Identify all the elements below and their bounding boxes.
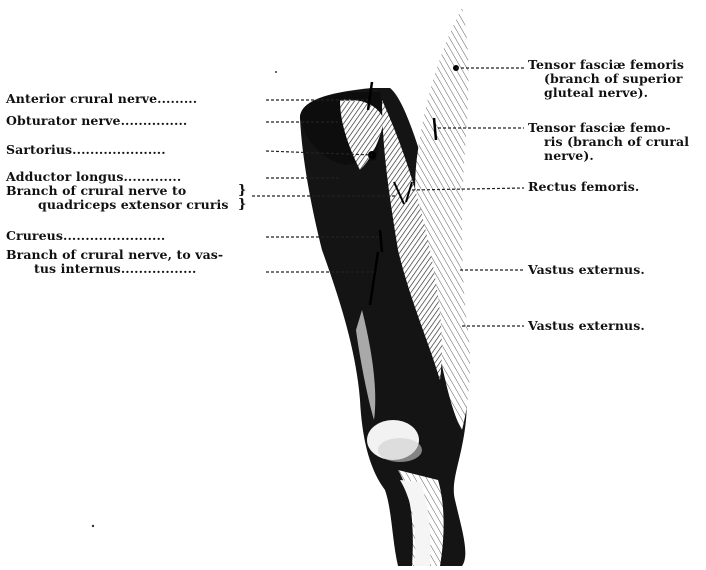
label-rectus-femoris: Rectus femoris.	[528, 180, 639, 194]
label-tensor-crural-2: ris (branch of crural	[544, 135, 689, 149]
label-tensor-crural-1: Tensor fasciæ femo-	[528, 121, 671, 135]
label-tensor-crural-3: nerve).	[544, 149, 594, 163]
label-sartorius: Sartorius.....................	[6, 143, 166, 157]
label-obturator-nerve: Obturator nerve...............	[6, 114, 187, 128]
label-adductor-longus: Adductor longus.............	[6, 170, 181, 184]
label-branch-vastus-2: tus internus.................	[34, 262, 197, 276]
brace-upper: }	[238, 184, 246, 197]
label-branch-quadriceps-2: quadriceps extensor cruris	[38, 198, 228, 212]
label-anterior-crural-nerve: Anterior crural nerve.........	[6, 92, 197, 106]
knee-shadow	[378, 438, 422, 462]
label-tensor-superior-gluteal-2: (branch of superior	[544, 72, 683, 86]
label-crureus: Crureus.......................	[6, 229, 165, 243]
label-vastus-externus-2: Vastus externus.	[528, 319, 645, 333]
label-branch-quadriceps-1: Branch of crural nerve to	[6, 184, 186, 198]
label-vastus-externus-1: Vastus externus.	[528, 263, 645, 277]
label-tensor-superior-gluteal-1: Tensor fasciæ femoris	[528, 58, 684, 72]
brace-lower: }	[238, 198, 246, 211]
label-branch-vastus-1: Branch of crural nerve, to vas-	[6, 248, 223, 262]
label-tensor-superior-gluteal-3: gluteal nerve).	[544, 86, 648, 100]
